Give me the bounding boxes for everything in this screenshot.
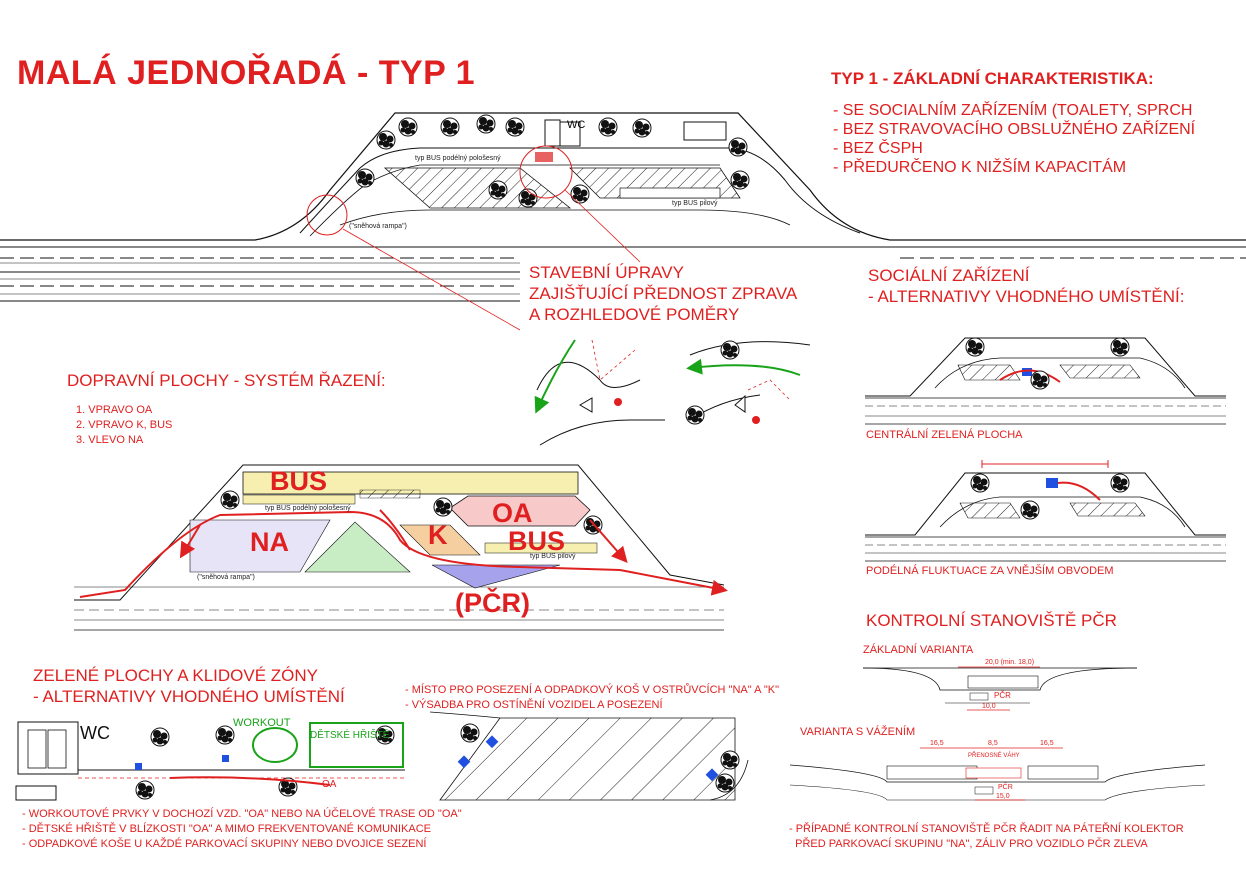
characteristics-heading: TYP 1 - ZÁKLADNÍ CHARAKTERISTIKA: (831, 69, 1154, 88)
green-oa-label: OA (322, 779, 337, 790)
social-line: SOCIÁLNÍ ZAŘÍZENÍ (868, 266, 1030, 285)
green-note: - ODPADKOVÉ KOŠE U KAŽDÉ PARKOVACÍ SKUPI… (22, 838, 427, 850)
traffic-heading: DOPRAVNÍ PLOCHY - SYSTÉM ŘAZENÍ: (67, 371, 386, 390)
bus-label: typ BUS podélný pološesný (415, 155, 501, 162)
priority-line: A ROZHLEDOVÉ POMĚRY (529, 305, 740, 324)
green-mid-note: - MÍSTO PRO POSEZENÍ A ODPADKOVÝ KOŠ V O… (405, 684, 780, 696)
green-notes: - WORKOUTOVÉ PRVKY V DOCHOZÍ VZD. "OA" N… (22, 807, 462, 852)
green-note: - DĚTSKÉ HŘIŠTĚ V BLÍZKOSTI "OA" A MIMO … (22, 823, 431, 835)
control-basic-label: ZÁKLADNÍ VARIANTA (863, 644, 974, 656)
weight-scale: PŘENOSNÉ VÁHY (968, 753, 1020, 759)
control-basic-dim-1: 20,0 (min. 18,0) (985, 659, 1035, 666)
control-station-sketches (789, 666, 1206, 801)
characteristic-item: - PŘEDURČENO K NIŽŠÍM KAPACITÁM (833, 159, 1127, 176)
characteristics-list: - SE SOCIALNÍM ZAŘÍZENÍM (TOALETY, SPRCH… (833, 101, 1195, 177)
zone-na: NA (250, 527, 289, 557)
traffic-bus-label: typ BUS podélný pološesný (265, 505, 351, 512)
green-mid-notes: - MÍSTO PRO POSEZENÍ A ODPADKOVÝ KOŠ V O… (405, 683, 779, 713)
green-line: ZELENÉ PLOCHY A KLIDOVÉ ZÓNY (33, 666, 319, 685)
playground-label: DĚTSKÉ HŘIŠTĚ (310, 730, 390, 741)
social-line: - ALTERNATIVY VHODNÉHO UMÍSTĚNÍ: (868, 287, 1185, 306)
social-variant-1: CENTRÁLNÍ ZELENÁ PLOCHA (866, 429, 1023, 441)
weight-dim-3: 16,5 (1040, 740, 1054, 747)
control-heading: KONTROLNÍ STANOVIŠTĚ PČR (866, 611, 1117, 630)
weight-dim-bottom: 15,0 (996, 793, 1010, 800)
green-heading: ZELENÉ PLOCHY A KLIDOVÉ ZÓNY - ALTERNATI… (33, 665, 345, 707)
traffic-zone-plan (74, 464, 728, 631)
characteristic-item: - BEZ ČSPH (833, 140, 923, 157)
characteristic-item: - SE SOCIALNÍM ZAŘÍZENÍM (TOALETY, SPRCH (833, 102, 1193, 119)
zone-oa: OA (492, 498, 533, 528)
zone-k: K (428, 520, 448, 550)
workout-label: WORKOUT (233, 717, 291, 729)
weight-dim-1: 16,5 (930, 740, 944, 747)
control-basic-pcr: PČR (994, 691, 1011, 700)
traffic-bus-label-2: typ BUS pilový (530, 553, 576, 560)
ramp-label: ("sněhová rampa") (349, 223, 407, 230)
priority-line: STAVEBNÍ ÚPRAVY (529, 263, 684, 282)
zone-bus: BUS (270, 466, 328, 496)
traffic-item: 2. VPRAVO K, BUS (76, 419, 173, 431)
priority-heading: STAVEBNÍ ÚPRAVY ZAJIŠŤUJÍCÍ PŘEDNOST ZPR… (529, 262, 797, 325)
green-note: - WORKOUTOVÉ PRVKY V DOCHOZÍ VZD. "OA" N… (22, 808, 462, 820)
top-site-plan (0, 112, 1246, 331)
weight-pcr: PČR (998, 784, 1013, 791)
social-variant-2: PODÉLNÁ FLUKTUACE ZA VNĚJŠÍM OBVODEM (866, 565, 1114, 577)
traffic-item: 3. VLEVO NA (76, 434, 144, 446)
page-title: MALÁ JEDNOŘADÁ - TYP 1 (17, 54, 476, 92)
social-heading: SOCIÁLNÍ ZAŘÍZENÍ - ALTERNATIVY VHODNÉHO… (868, 265, 1184, 307)
traffic-item: 1. VPRAVO OA (76, 404, 153, 416)
control-notes: - PŘÍPADNÉ KONTROLNÍ STANOVIŠTĚ PČR ŘADI… (789, 822, 1184, 852)
control-basic-dim-2: 10,0 (982, 703, 996, 710)
green-zone-sketches (15, 711, 749, 801)
bus-label-2: typ BUS pilový (672, 200, 718, 207)
control-note: - PŘÍPADNÉ KONTROLNÍ STANOVIŠTĚ PČR ŘADI… (789, 823, 1184, 835)
traffic-list: 1. VPRAVO OA 2. VPRAVO K, BUS 3. VLEVO N… (76, 403, 172, 448)
priority-line: ZAJIŠŤUJÍCÍ PŘEDNOST ZPRAVA (529, 284, 798, 303)
characteristic-item: - BEZ STRAVOVACÍHO OBSLUŽNÉHO ZAŘÍZENÍ (833, 121, 1196, 138)
weight-dim-2: 8,5 (988, 740, 998, 747)
control-weight-label: VARIANTA S VÁŽENÍM (800, 726, 916, 738)
traffic-ramp-label: ("sněhová rampa") (197, 574, 255, 581)
social-variant-sketches (865, 337, 1226, 562)
control-note: PŘED PARKOVACÍ SKUPINU "NA", ZÁLIV PRO V… (789, 838, 1148, 850)
green-wc-label: WC (80, 723, 110, 743)
green-line: - ALTERNATIVY VHODNÉHO UMÍSTĚNÍ (33, 687, 345, 706)
wc-label: WC (567, 119, 586, 131)
green-mid-note: - VÝSADBA PRO OSTÍNĚNÍ VOZIDEL A POSEZEN… (405, 699, 663, 711)
priority-detail-sketches (534, 339, 811, 446)
zone-pcr: (PČR) (455, 588, 530, 618)
zone-bus-2: BUS (508, 526, 566, 556)
